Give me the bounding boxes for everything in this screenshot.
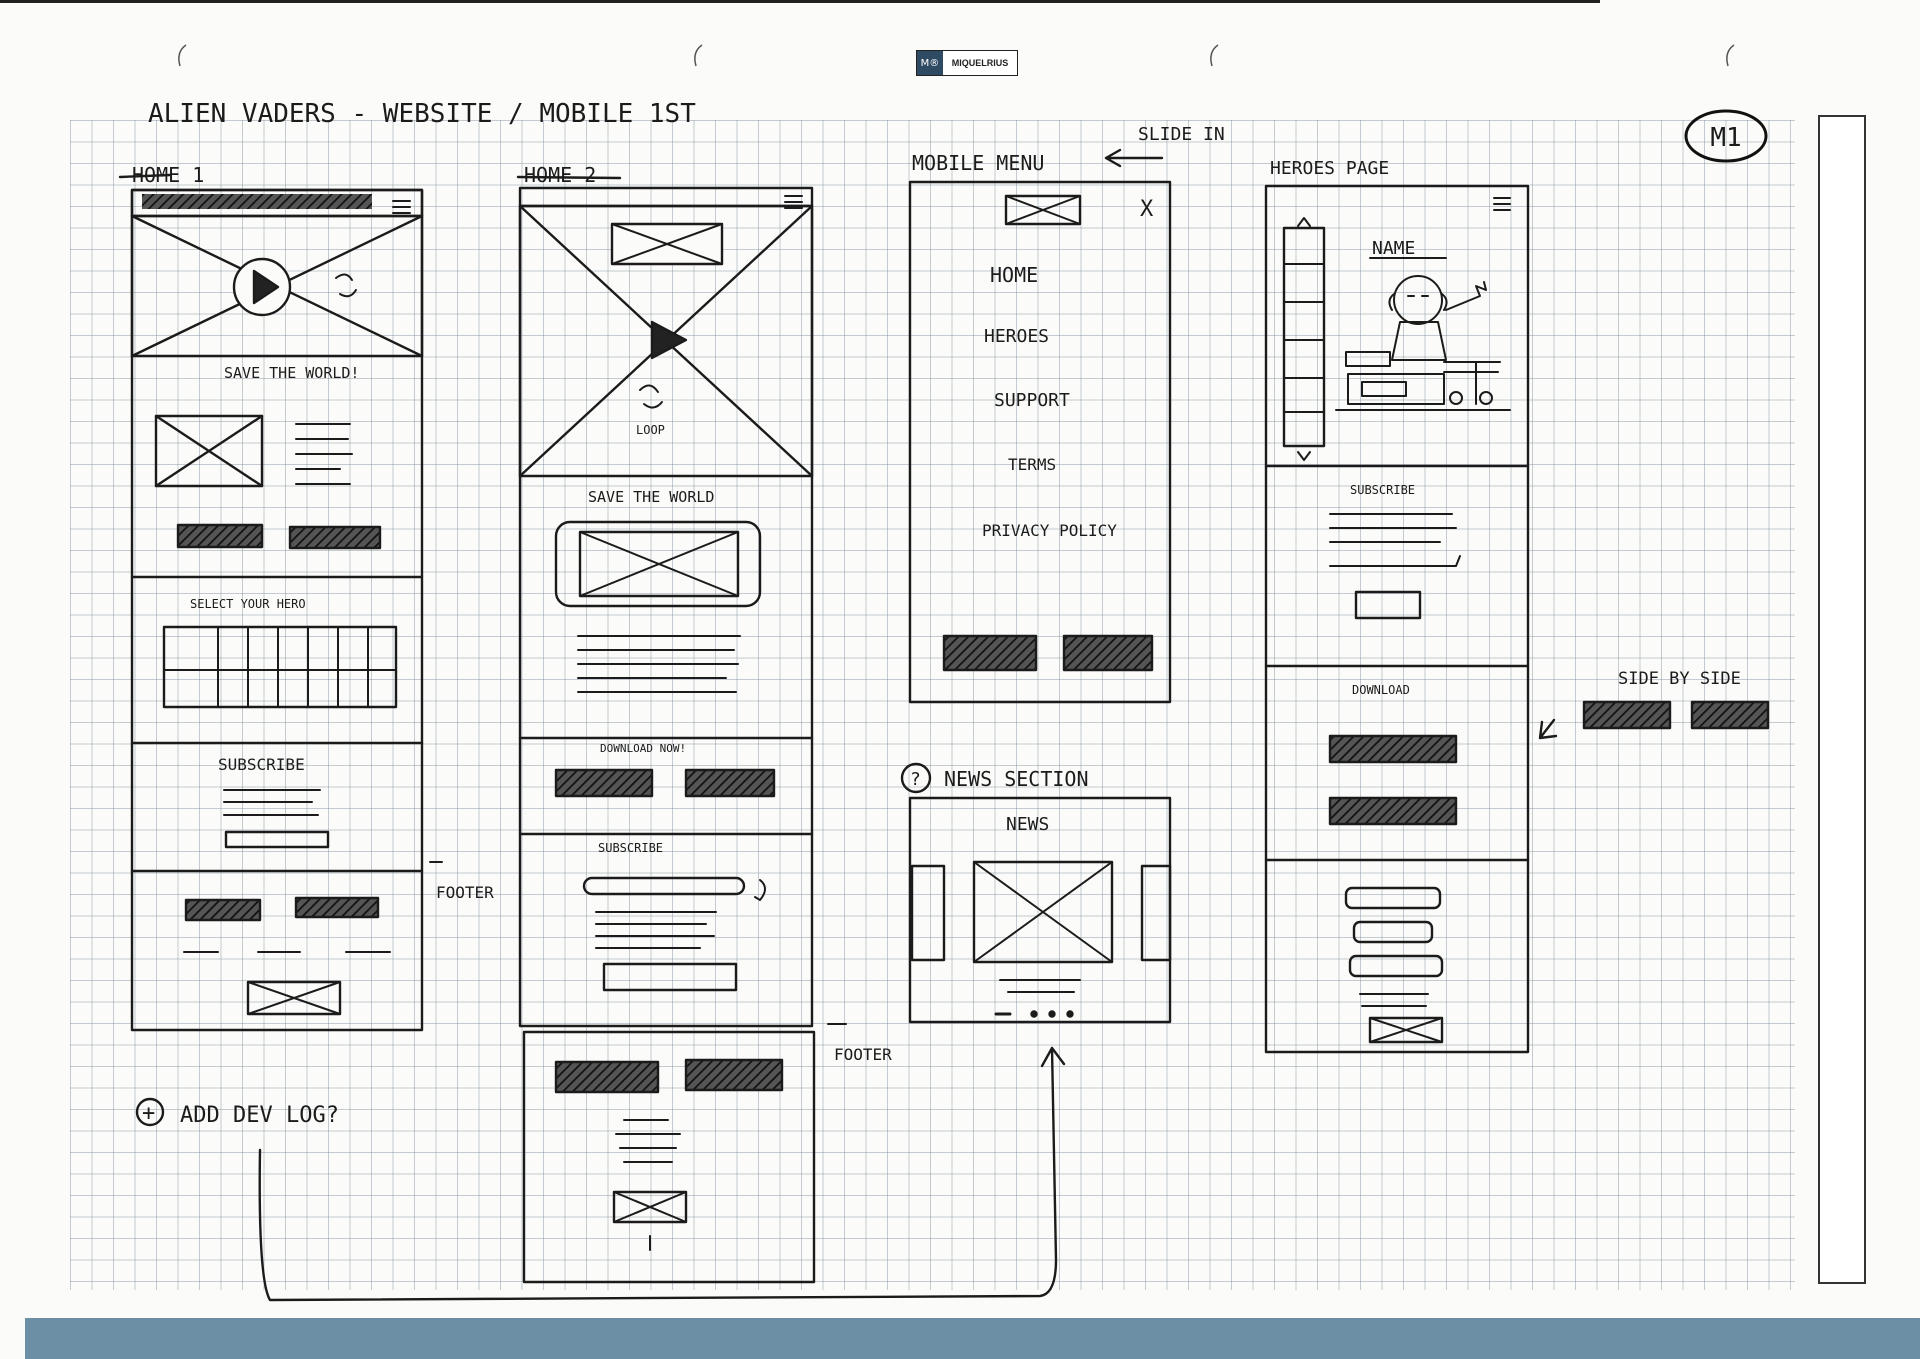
side-by-side-note: SIDE BY SIDE [1538, 669, 1770, 740]
heroes-subscribe: SUBSCRIBE [1350, 483, 1415, 497]
heroes-page-wireframe: HEROES PAGE NAME [1264, 158, 1530, 1054]
slide-in-note: SLIDE IN [1138, 124, 1225, 145]
add-icon: + [142, 1101, 155, 1126]
binder-holes [178, 44, 1735, 67]
menu-item-heroes[interactable]: HEROES [984, 326, 1049, 347]
home2-play-icon [650, 320, 688, 360]
heroes-download-button-1 [1328, 734, 1458, 764]
home1-footer-button-1 [184, 898, 262, 922]
home2-footer [522, 1030, 816, 1284]
home1-subscribe: SUBSCRIBE [218, 755, 305, 774]
home1-headline: SAVE THE WORLD! [224, 364, 359, 382]
add-devlog-text: ADD DEV LOG? [180, 1103, 339, 1128]
hero-illustration [1335, 275, 1511, 411]
news-dot [1066, 1010, 1074, 1018]
news-title: NEWS [1006, 814, 1049, 835]
home2-subscribe-field [582, 876, 746, 896]
home1-hero-image [130, 214, 424, 358]
home1-button-2 [288, 525, 382, 550]
home2-footer-note: FOOTER [834, 1045, 892, 1064]
home2-download-button-1 [554, 768, 654, 798]
side-button-1 [1582, 700, 1672, 730]
home2-subscribe: SUBSCRIBE [598, 841, 663, 855]
menu-logo [1004, 194, 1082, 226]
home1-button-1 [176, 523, 264, 549]
add-devlog-note: + ADD DEV LOG? [135, 1097, 339, 1128]
menu-item-terms[interactable]: TERMS [1008, 455, 1056, 474]
news-dot [1030, 1010, 1038, 1018]
home2-subscribe-input [602, 962, 738, 992]
home2-download: DOWNLOAD NOW! [600, 742, 686, 755]
page-id: M1 [1710, 123, 1741, 153]
heroes-footer-link-1 [1344, 886, 1442, 910]
heroes-footer-link-2 [1352, 920, 1434, 944]
home2-feature-image [554, 520, 762, 608]
menu-label: MOBILE MENU [912, 151, 1044, 175]
side-button-2 [1690, 700, 1770, 730]
top-rule [0, 0, 1600, 3]
heroes-footer-link-3 [1348, 954, 1444, 978]
news-dot [1048, 1010, 1056, 1018]
news-card-right [1140, 864, 1172, 962]
hero-name: NAME [1372, 238, 1415, 259]
home2-hero-video [518, 204, 814, 478]
heroes-download-button-2 [1328, 796, 1458, 826]
news-question-mark: ? [910, 769, 921, 790]
home1-select-hero: SELECT YOUR HERO [190, 597, 306, 611]
home1-hero-grid [162, 625, 398, 709]
news-card-main [972, 860, 1114, 964]
menu-button-1 [942, 634, 1038, 672]
grid-paper [70, 120, 1795, 1290]
devlog-connector-arrow [258, 1046, 1066, 1302]
menu-item-support[interactable]: SUPPORT [994, 390, 1070, 411]
brand-logo: M® MIQUELRIUS [916, 50, 1018, 76]
brand-mark: M® [917, 51, 943, 75]
menu-item-home[interactable]: HOME [990, 263, 1038, 287]
home1-wireframe: HOME 1 SAVE THE WORLD! SELECT YOUR HERO … [118, 163, 494, 1032]
news-section-wireframe: ? NEWS SECTION NEWS [900, 762, 1172, 1024]
menu-close-icon[interactable]: X [1140, 197, 1154, 222]
home2-download-button-2 [684, 768, 776, 798]
sheet-title: ALIEN VADERS - WEBSITE / MOBILE 1ST [148, 99, 696, 129]
add-icon-circle [135, 1097, 165, 1127]
brand-name: MIQUELRIUS [951, 58, 1009, 68]
news-question-icon [900, 762, 932, 794]
home2-label: HOME 2 [524, 163, 596, 187]
margin-strip [1818, 115, 1866, 1284]
home2-headline: SAVE THE WORLD [588, 488, 714, 506]
home1-feature-image [154, 414, 264, 488]
mobile-menu-wireframe: MOBILE MENU SLIDE IN X HOME HEROES SUPPO… [908, 124, 1225, 704]
home1-subscribe-input [224, 830, 330, 849]
heroes-subscribe-input [1354, 590, 1422, 620]
home1-footer-note: FOOTER [436, 883, 494, 902]
menu-button-2 [1062, 634, 1154, 672]
page-id-badge: M1 [1684, 109, 1768, 163]
heroes-footer-logo [1368, 1016, 1444, 1044]
news-card-left [910, 864, 946, 962]
home2-wireframe: HOME 2 LOOP SAVE THE WORLD DOWNLOAD NOW!… [516, 163, 892, 1284]
heroes-label: HEROES PAGE [1270, 158, 1389, 179]
bottom-band [25, 1318, 1920, 1359]
home2-footer-button-1 [554, 1060, 660, 1094]
home1-footer-button-2 [294, 896, 380, 919]
heroes-download: DOWNLOAD [1352, 683, 1410, 697]
home1-footer-logo [246, 980, 342, 1016]
menu-item-privacy[interactable]: PRIVACY POLICY [982, 521, 1117, 540]
home2-footer-button-2 [684, 1058, 784, 1092]
heroes-scroll-list [1282, 226, 1326, 448]
news-section-label: NEWS SECTION [944, 767, 1089, 791]
home2-footer-logo [612, 1190, 688, 1224]
home2-loop: LOOP [636, 423, 665, 437]
side-by-side-label: SIDE BY SIDE [1618, 669, 1741, 689]
